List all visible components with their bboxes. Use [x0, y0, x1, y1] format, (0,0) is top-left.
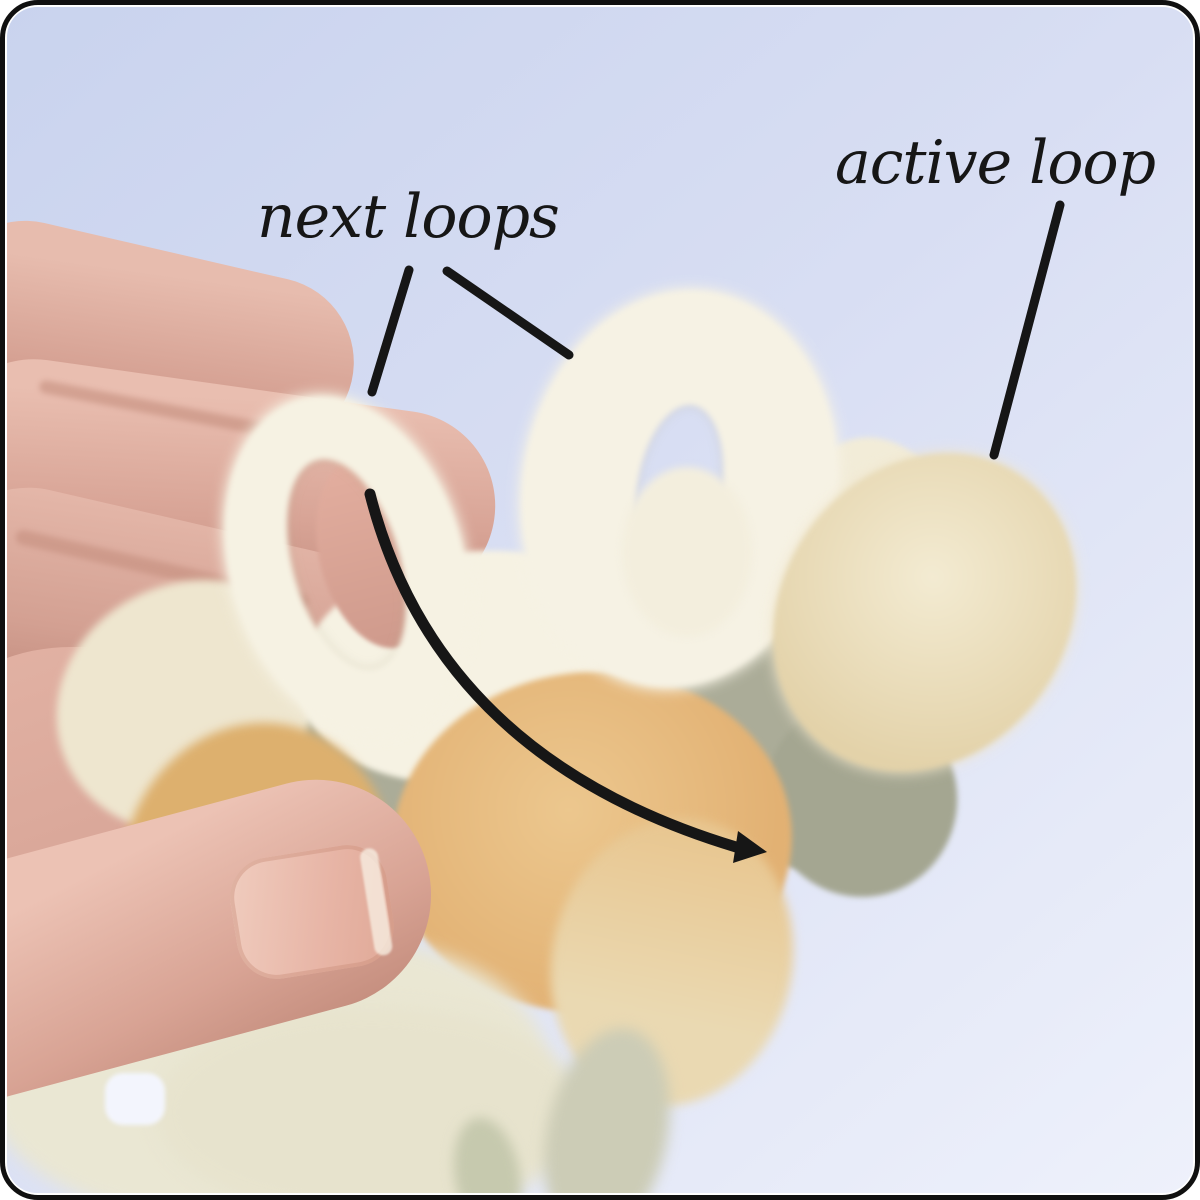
leader-line-active: [989, 200, 1065, 460]
photo: next loops active loop: [7, 7, 1193, 1193]
yarn-piece: [7, 7, 1193, 1193]
direction-arrowhead: [733, 831, 767, 863]
label-active-loop: active loop: [835, 128, 1156, 198]
annotation-overlay: [364, 200, 1065, 863]
direction-arrow: [364, 488, 742, 853]
fabric-gap-hole: [105, 1073, 165, 1125]
label-next-loops: next loops: [257, 182, 560, 252]
next-loop-middle-fill: [622, 467, 752, 637]
leader-line-next-right: [442, 266, 574, 360]
leader-line-next-left: [367, 265, 414, 397]
